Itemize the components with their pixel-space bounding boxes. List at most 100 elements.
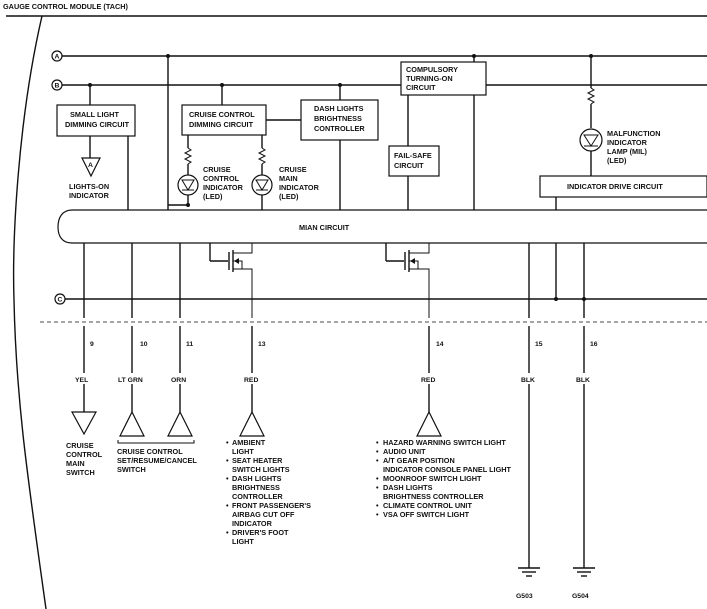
pin-number: 11: [186, 341, 193, 348]
lights-on-label: LIGHTS-ON: [69, 182, 109, 191]
cruise-main-label: CRUISE: [279, 165, 307, 174]
dash-label: CONTROLLER: [314, 124, 365, 133]
indicator-drive-circuit: [539, 175, 707, 198]
junction-dot: [472, 54, 476, 58]
junction-dot: [338, 83, 342, 87]
small-light-dimming-circuit: [56, 104, 136, 137]
dash-label: BRIGHTNESS: [314, 114, 362, 123]
destination-item: DASH LIGHTS: [232, 474, 282, 483]
cruise-main-switch-label: SWITCH: [66, 468, 95, 477]
destination-item: AUDIO UNIT: [383, 447, 426, 456]
compulsory-label: CIRCUIT: [406, 83, 436, 92]
failsafe-label: FAIL-SAFE: [394, 151, 432, 160]
cruise-main-switch-label: MAIN: [66, 459, 85, 468]
led-symbol: [181, 179, 195, 191]
destination-item: SEAT HEATER: [232, 456, 283, 465]
bus-a-label: A: [55, 54, 60, 61]
pin-number: 16: [590, 341, 598, 348]
bullet: •: [226, 528, 229, 537]
bus-c-label: C: [58, 297, 63, 304]
junction-dot: [166, 54, 170, 58]
wire-color: YEL: [75, 377, 88, 384]
cruise-set-switch-label: SWITCH: [117, 465, 146, 474]
bullet: •: [226, 438, 229, 447]
ground-g503: G503: [516, 567, 540, 600]
cruise-main-switch-label: CONTROL: [66, 450, 103, 459]
connector-to-cruise-main-switch: [70, 411, 98, 436]
connector-from-cruise-set-switch: [167, 410, 193, 437]
destination-item: MOONROOF SWITCH LIGHT: [383, 474, 482, 483]
malfunction-indicator-lamp-led: [579, 128, 603, 152]
destination-item: LIGHT: [232, 447, 254, 456]
transistor-2-arrow: [410, 258, 415, 264]
destination-item: VSA OFF SWITCH LIGHT: [383, 510, 470, 519]
transistor-1-arrow: [234, 258, 239, 264]
module-title: GAUGE CONTROL MODULE (TACH): [3, 2, 129, 11]
pin-number: 14: [436, 341, 444, 348]
transistor-2-drain: [409, 243, 430, 254]
mil-label: MALFUNCTION: [607, 129, 661, 138]
transistor-2-source: [409, 268, 430, 318]
destination-item: DASH LIGHTS: [383, 483, 433, 492]
resistor-mil: [586, 87, 596, 105]
pin-number: 9: [90, 341, 94, 348]
ground-g504: G504: [572, 567, 595, 600]
cruise-ind-label: (LED): [203, 192, 223, 201]
resistor-cruise-ind: [183, 147, 193, 165]
destination-item: SWITCH LIGHTS: [232, 465, 290, 474]
junction-dot: [186, 203, 190, 207]
destination-item: AIRBAG CUT OFF: [232, 510, 295, 519]
lights-on-label: INDICATOR: [69, 191, 110, 200]
module-left-boundary: [12, 15, 47, 609]
small-light-label: DIMMING CIRCUIT: [65, 120, 130, 129]
mil-label: INDICATOR: [607, 138, 648, 147]
pin-number: 13: [258, 341, 266, 348]
junction-dot: [220, 83, 224, 87]
cruise-control-dimming-circuit: [181, 104, 267, 136]
wire-color: RED: [244, 377, 258, 384]
destination-item: HAZARD WARNING SWITCH LIGHT: [383, 438, 506, 447]
cruise-dim-label: CRUISE CONTROL: [189, 110, 255, 119]
connector-pin-14: [416, 410, 442, 437]
cruise-dim-label: DIMMING CIRCUIT: [189, 120, 254, 129]
wire-color: RED: [421, 377, 435, 384]
failsafe-label: CIRCUIT: [394, 161, 424, 170]
destination-item: CLIMATE CONTROL UNIT: [383, 501, 472, 510]
lights-on-flag: [81, 157, 101, 178]
cruise-main-label: MAIN: [279, 174, 298, 183]
destination-item: BRIGHTNESS CONTROLLER: [383, 492, 484, 501]
bullet: •: [376, 510, 379, 519]
cruise-main-label: INDICATOR: [279, 183, 320, 192]
destination-item: FRONT PASSENGER'S: [232, 501, 311, 510]
wire-color: BLK: [576, 377, 590, 384]
cruise-ind-label: INDICATOR: [203, 183, 244, 192]
junction-dot: [88, 83, 92, 87]
bullet: •: [376, 501, 379, 510]
bullet: •: [376, 438, 379, 447]
destination-item: A/T GEAR POSITION: [383, 456, 455, 465]
bullet: •: [226, 474, 229, 483]
dash-label: DASH LIGHTS: [314, 104, 364, 113]
transistor-1-drain: [233, 243, 253, 254]
resistor-cruise-main: [257, 147, 267, 165]
pin-13-destinations: • AMBIENT LIGHT • SEAT HEATER SWITCH LIG…: [226, 438, 311, 546]
mil-label: LAMP (MIL): [607, 147, 648, 156]
destination-item: AMBIENT: [232, 438, 266, 447]
destination-item: LIGHT: [232, 537, 254, 546]
pin-number: 10: [140, 341, 148, 348]
main-circuit-label: MIAN CIRCUIT: [299, 223, 350, 232]
bullet: •: [226, 501, 229, 510]
bullet: •: [376, 474, 379, 483]
mil-label: (LED): [607, 156, 627, 165]
bullet: •: [376, 483, 379, 492]
bullet: •: [376, 447, 379, 456]
cruise-control-indicator-led: [177, 174, 199, 196]
cruise-main-indicator-led: [251, 174, 273, 196]
cruise-set-switch-label: CRUISE CONTROL: [117, 447, 183, 456]
cruise-ind-label: CONTROL: [203, 174, 240, 183]
fail-safe-circuit: [388, 145, 440, 177]
pin-number: 15: [535, 341, 543, 348]
main-circuit-box: [57, 209, 707, 244]
bus-b-label: B: [55, 83, 60, 90]
